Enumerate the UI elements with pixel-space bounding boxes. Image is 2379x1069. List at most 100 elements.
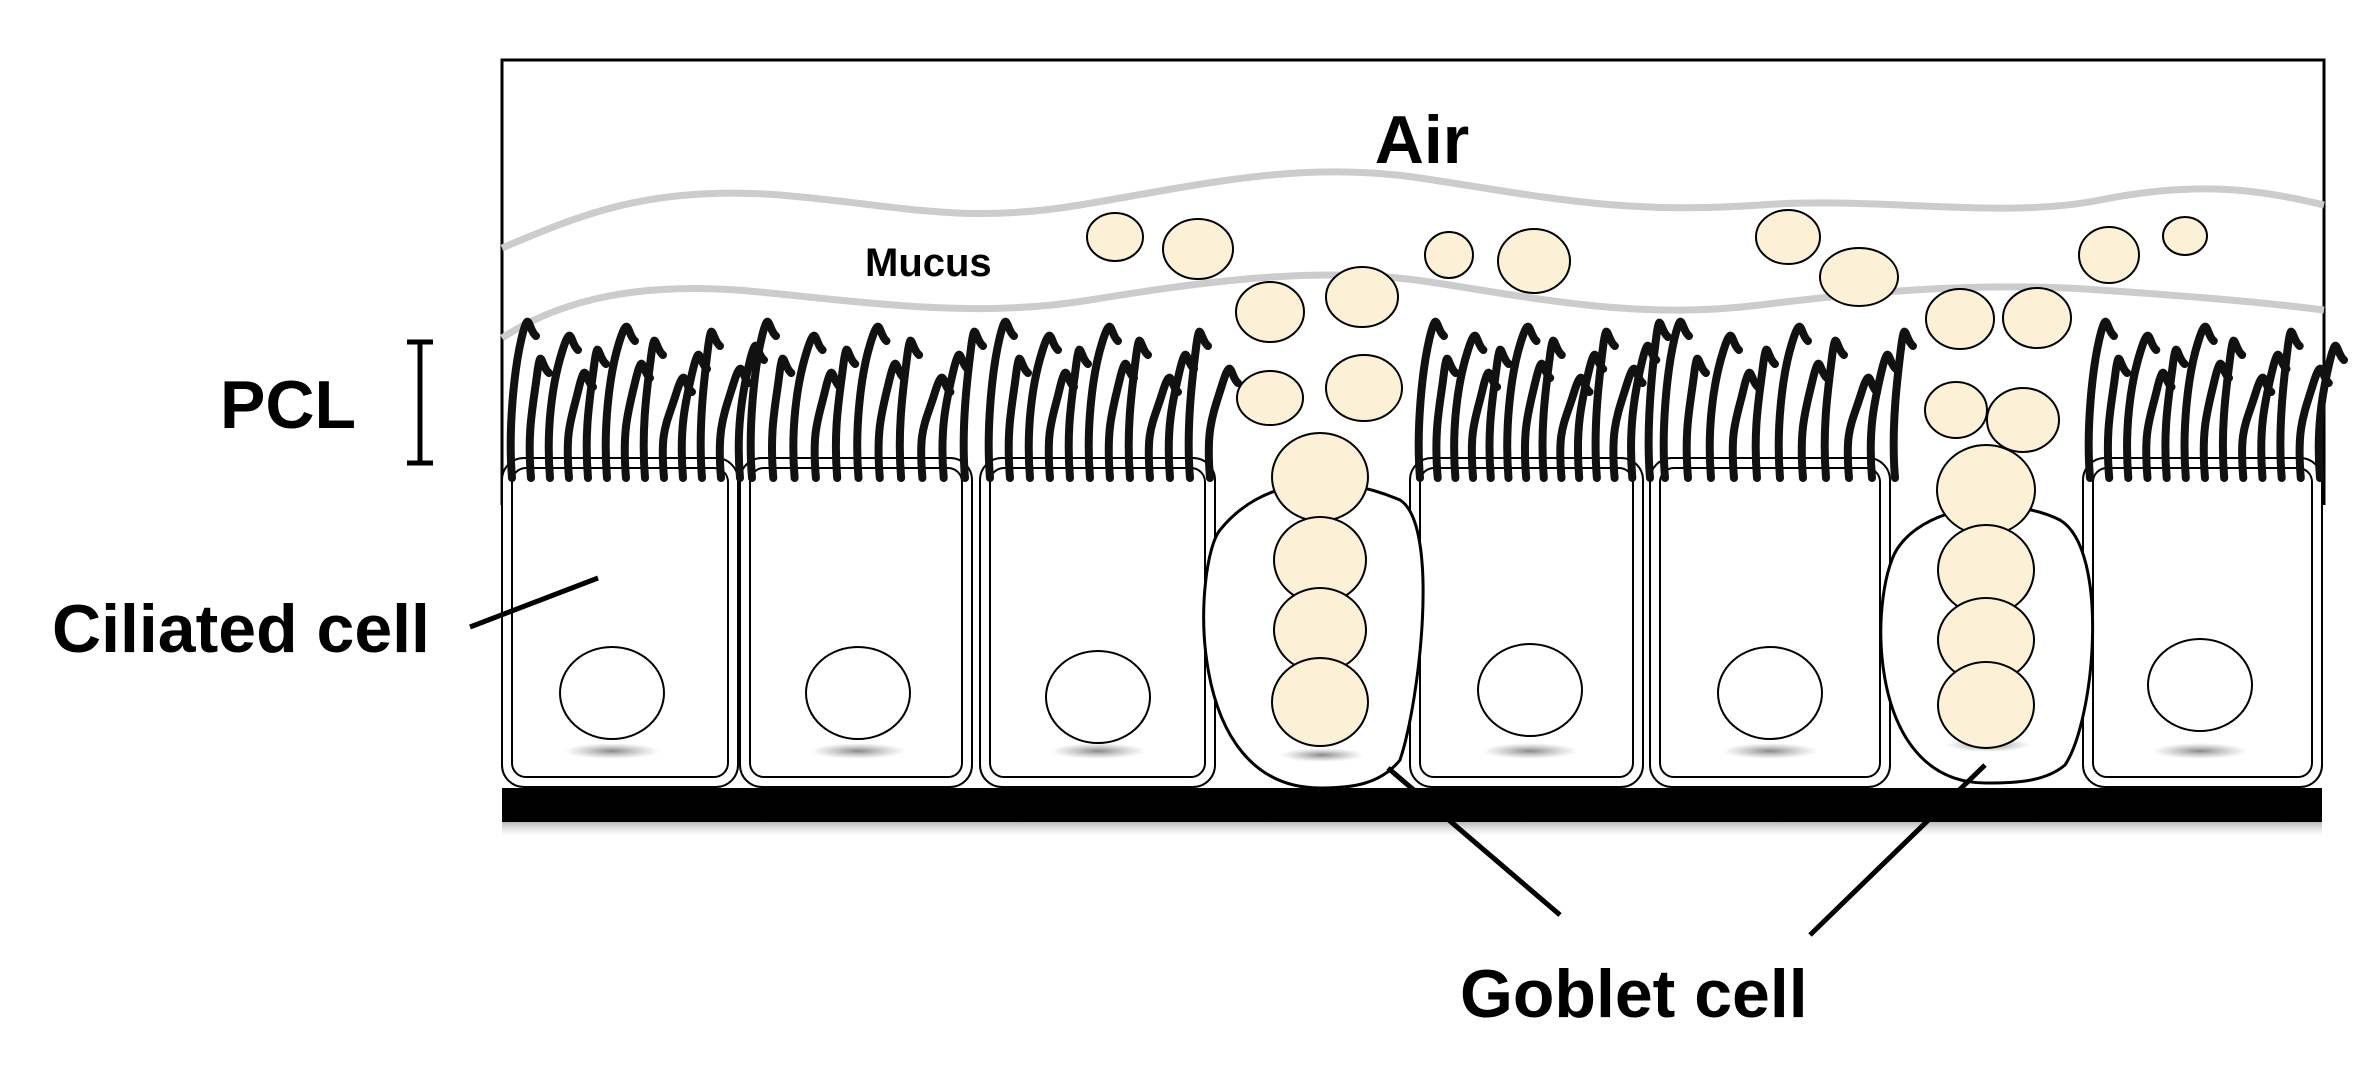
basement-membrane xyxy=(502,788,2322,822)
cilium xyxy=(1024,331,1062,482)
cilia-layer xyxy=(506,317,2348,482)
goblet-cell-1-leader xyxy=(1386,766,1562,917)
cilium xyxy=(2218,336,2247,482)
cilium xyxy=(1104,359,1138,482)
cilium xyxy=(1889,327,1917,482)
cilium xyxy=(874,359,908,482)
mucus-granule xyxy=(1271,432,1369,522)
cilium xyxy=(620,359,654,482)
mucus-granule xyxy=(1236,370,1304,426)
cilium xyxy=(1204,364,1242,482)
cilium xyxy=(1004,354,1032,482)
cilium xyxy=(2276,327,2304,482)
mucus-lower-boundary xyxy=(500,271,2325,341)
pcl-bracket xyxy=(407,339,433,466)
cilium xyxy=(1084,322,1122,482)
ciliated-cell xyxy=(979,457,1216,788)
cilium xyxy=(1705,331,1743,482)
mucus-granule xyxy=(1325,266,1399,328)
cilium xyxy=(2257,350,2291,482)
nucleus xyxy=(1717,646,1823,740)
mucus-granule xyxy=(1986,387,2060,453)
cilium xyxy=(696,327,724,482)
cilium xyxy=(938,350,972,482)
cilium xyxy=(1503,322,1541,482)
mucus-granule xyxy=(1325,354,1403,422)
cilium xyxy=(582,345,610,482)
cilium xyxy=(1164,350,1198,482)
cilium xyxy=(2180,322,2218,482)
pcl-label: PCL xyxy=(220,367,356,443)
cilium xyxy=(1774,322,1812,482)
mucus-granule xyxy=(1086,212,1144,262)
mucus-label: Mucus xyxy=(865,241,992,285)
cilium xyxy=(506,317,540,482)
cilium xyxy=(1866,350,1900,482)
diagram-frame xyxy=(500,58,2326,505)
cell-shadow xyxy=(1482,743,1578,759)
mucus-granule xyxy=(2078,226,2140,284)
cilium xyxy=(1432,354,1460,482)
cilium xyxy=(601,322,639,482)
mucus-granule xyxy=(1424,231,1474,279)
ciliated-cell-leader xyxy=(469,575,599,630)
cilium xyxy=(2199,359,2233,482)
mucus-granule xyxy=(1924,381,1988,439)
nucleus xyxy=(1477,643,1583,737)
mucus-granule xyxy=(2162,216,2208,256)
cilium xyxy=(1659,317,1693,482)
cilium xyxy=(746,317,780,482)
cilium xyxy=(1538,336,1566,482)
cilium xyxy=(1820,336,1848,482)
goblet-cell-2-leader xyxy=(1808,763,1987,937)
nucleus xyxy=(805,646,911,740)
mucus-granule xyxy=(1162,218,1234,280)
mucus-granules xyxy=(1086,209,2208,749)
cilium xyxy=(2123,331,2161,482)
ciliated-cell xyxy=(2082,457,2323,788)
cilium xyxy=(1797,359,1831,482)
mucus-granule xyxy=(1235,281,1305,343)
ciliated-cell xyxy=(739,457,973,788)
mucus-granule xyxy=(2002,287,2072,349)
cilium xyxy=(2084,317,2118,482)
cilium xyxy=(1124,336,1152,482)
cilium xyxy=(2161,345,2189,482)
cell-shadow xyxy=(1050,743,1146,759)
cilium xyxy=(1450,331,1488,482)
nucleus xyxy=(2147,638,2253,732)
cell-shadow xyxy=(1722,743,1818,759)
cilium xyxy=(2103,354,2132,482)
basement-membrane-shadow xyxy=(502,822,2322,836)
cilium xyxy=(768,354,796,482)
cilium xyxy=(639,336,667,482)
cilium xyxy=(1485,345,1513,482)
cilium xyxy=(1682,354,1710,482)
cilium xyxy=(563,368,597,482)
cilium xyxy=(959,327,987,482)
cilium xyxy=(544,331,582,482)
mucus-granule xyxy=(1271,657,1369,747)
cilium xyxy=(1184,327,1212,482)
nucleus xyxy=(1045,650,1151,744)
cilium xyxy=(831,345,860,482)
cilium xyxy=(917,373,955,482)
mucus-upper-boundary xyxy=(500,168,2325,252)
cell-shadow xyxy=(2152,743,2248,759)
cilium xyxy=(1751,345,1779,482)
cilium xyxy=(1728,368,1762,482)
mucus-granule xyxy=(1937,661,2035,749)
cilium xyxy=(1044,368,1078,482)
mucus-granule xyxy=(1819,247,1899,307)
cilium xyxy=(2314,341,2348,482)
ciliated-cell xyxy=(501,457,739,788)
cilium xyxy=(853,322,891,482)
mucus-granule xyxy=(1755,209,1821,265)
ciliated-cells xyxy=(501,457,2323,788)
cilium xyxy=(1064,345,1092,482)
ciliated-cell-label: Ciliated cell xyxy=(52,591,430,667)
nucleus xyxy=(559,646,665,740)
cilium xyxy=(1843,373,1881,482)
cell-shadow xyxy=(810,743,906,759)
